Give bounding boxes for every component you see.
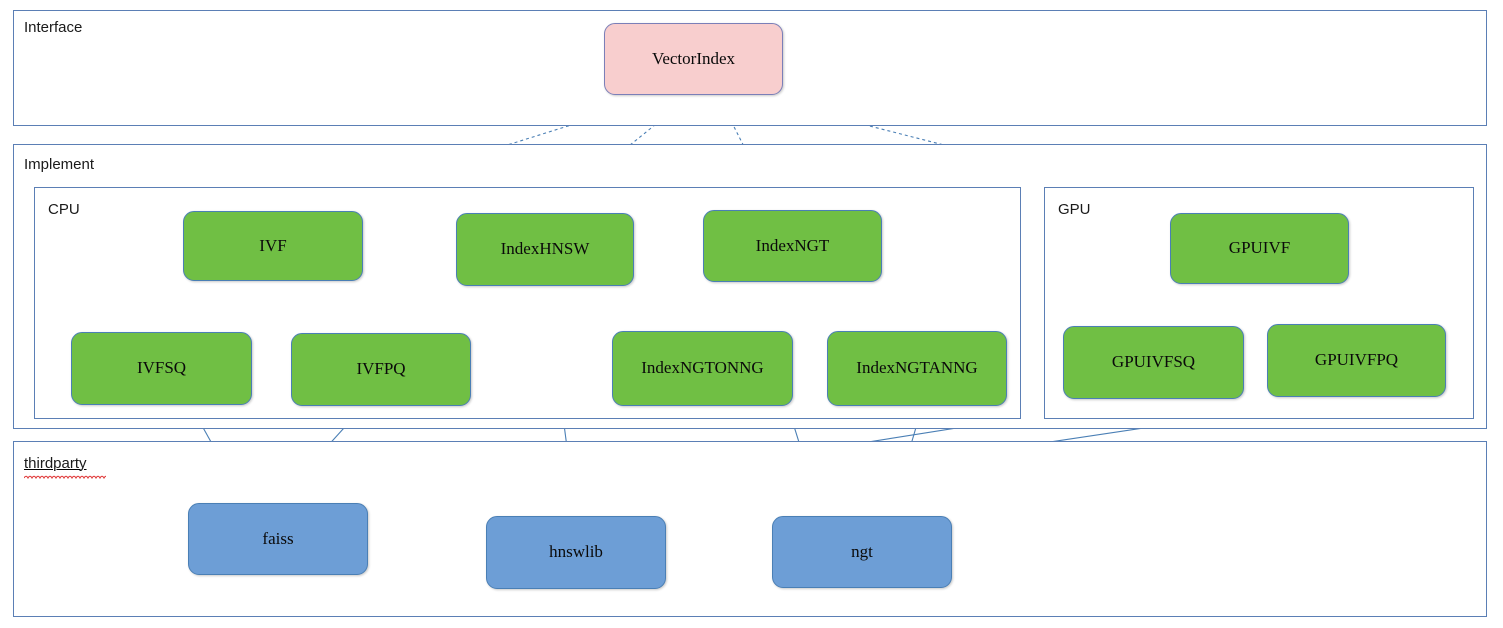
class-node-ivfpq[interactable]: IVFPQ [291,333,471,406]
group-label-cpu: CPU [48,201,80,218]
class-node-label-ivfpq: IVFPQ [356,359,406,379]
class-node-gpuivfpq[interactable]: GPUIVFPQ [1267,324,1446,397]
class-node-label-indexngtanng: IndexNGTANNG [856,358,978,378]
class-node-gpuivf[interactable]: GPUIVF [1170,213,1349,284]
class-node-label-gpuivfsq: GPUIVFSQ [1111,352,1196,372]
class-node-indexhnsw[interactable]: IndexHNSW [456,213,634,286]
class-node-label-ngt: ngt [851,541,873,561]
class-node-faiss[interactable]: faiss [188,503,368,575]
class-node-label-vectorindex: VectorIndex [651,48,736,68]
class-node-indexngtonng[interactable]: IndexNGTONNG [612,331,793,406]
class-node-vectorindex[interactable]: VectorIndex [604,23,783,95]
class-node-indexngt[interactable]: IndexNGT [703,210,882,282]
group-label-interface: Interface [24,19,83,36]
class-node-label-indexngt: IndexNGT [755,235,830,255]
class-node-ivf[interactable]: IVF [183,211,363,281]
class-node-label-hnswlib: hnswlib [549,542,603,562]
class-node-hnswlib[interactable]: hnswlib [486,516,666,589]
class-node-label-indexhnsw: IndexHNSW [500,239,590,259]
class-node-ivfsq[interactable]: IVFSQ [71,332,252,405]
class-node-indexngtanng[interactable]: IndexNGTANNG [827,331,1007,406]
class-node-label-indexngtonng: IndexNGTONNG [641,358,764,378]
class-node-label-ivf: IVF [259,235,287,255]
class-node-label-gpuivfpq: GPUIVFPQ [1314,350,1399,370]
group-label-gpu: GPU [1058,201,1091,218]
class-node-label-ivfsq: IVFSQ [136,358,187,378]
class-node-label-gpuivf: GPUIVF [1228,238,1291,258]
class-node-label-faiss: faiss [262,528,294,548]
group-label-thirdparty: thirdparty [24,455,87,472]
class-node-gpuivfsq[interactable]: GPUIVFSQ [1063,326,1244,399]
group-label-implement: Implement [24,156,95,173]
class-node-ngt[interactable]: ngt [772,516,952,588]
